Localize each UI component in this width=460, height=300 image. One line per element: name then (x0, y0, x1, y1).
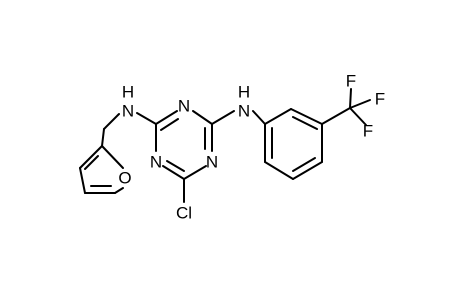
triazine-n-right-to-c-bottom (183, 165, 207, 180)
atom-furan-oxygen: O (118, 168, 131, 187)
atom-labels: H N H N N N N Cl O F F F (118, 71, 385, 222)
furan-bond-c2-c3 (79, 145, 103, 169)
triazine-to-nh-right (211, 110, 235, 125)
triazine-c-bottom-to-n-left (162, 165, 185, 180)
atom-chlorine: Cl (176, 203, 192, 222)
bond-lines (79, 88, 371, 203)
benzene-bond-2 (290, 108, 323, 125)
benzene-bond-5 (264, 161, 294, 180)
triazine-n-top-to-c-right (192, 110, 213, 125)
atom-n-ring-right: N (206, 152, 218, 171)
benzene-bond-4 (292, 161, 323, 180)
atom-f-top-left: F (346, 71, 356, 90)
furan-bond-o-c2 (101, 145, 124, 169)
benzene-bond-1 (264, 108, 292, 125)
ch2-bond-nh (103, 113, 120, 130)
atom-h-right: H (238, 82, 250, 101)
atom-f-top-right: F (375, 89, 385, 108)
furan-bond-c5-o (114, 187, 124, 194)
benzene-to-cf3 (321, 107, 351, 125)
atom-n-ring-top: N (178, 96, 190, 115)
triazine-c-left-to-n-top-inner (160, 118, 179, 131)
nh-right-to-benzene (252, 110, 266, 125)
cf3-to-f-middle (349, 107, 367, 126)
ch2-bond-furan (101, 128, 105, 147)
atom-n-ring-left: N (150, 152, 162, 171)
cf3-to-f-top-right (349, 99, 371, 109)
triazine-c-bottom-to-n-left-inner (166, 160, 185, 172)
atom-n-left: N (122, 101, 134, 120)
atom-f-middle: F (363, 121, 373, 140)
nh-left-to-triazine (136, 112, 157, 125)
atom-h-left: H (122, 82, 134, 101)
benzene-bond-2-inner (292, 116, 318, 130)
triazine-c-left-to-n-top (155, 110, 178, 125)
furan-bond-c3-c4 (79, 167, 86, 194)
furan-bond-c2-c3-inner (84, 155, 99, 170)
atom-n-right: N (238, 101, 250, 120)
cf3-to-f-top-left (349, 88, 352, 109)
benzene-bond-4-inner (292, 157, 316, 172)
